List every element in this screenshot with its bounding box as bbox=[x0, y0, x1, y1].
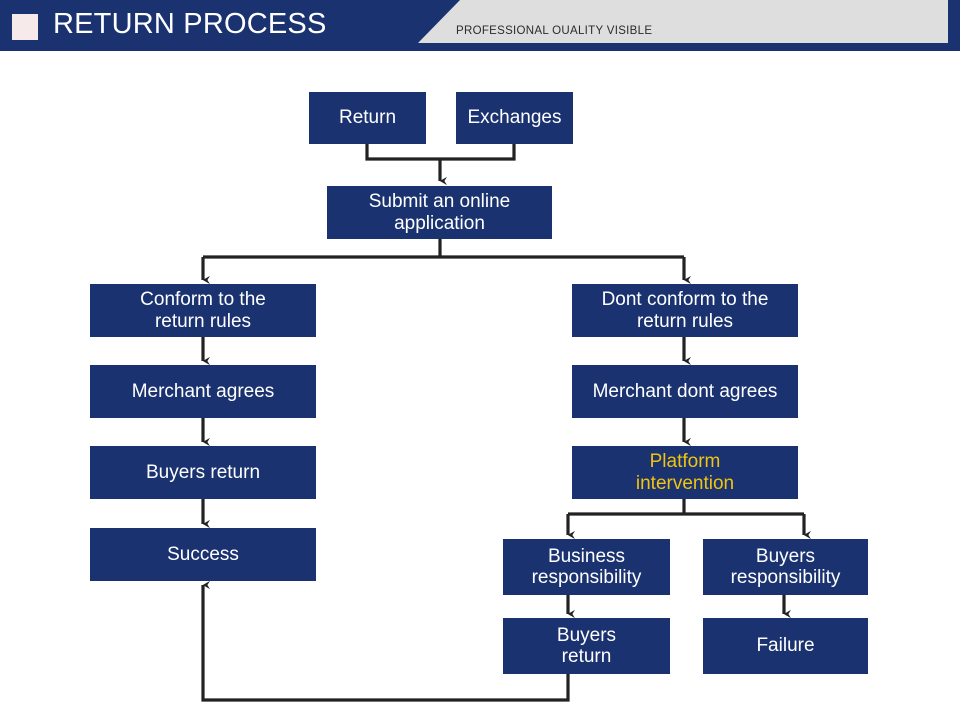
node-merchant-dont-agrees[interactable]: Merchant dont agrees bbox=[572, 365, 798, 418]
header-navy-wedge bbox=[0, 0, 460, 43]
header-subtitle: PROFESSIONAL OUALITY VISIBLE bbox=[456, 25, 653, 37]
flowchart-connectors bbox=[201, 144, 811, 702]
page-header: RETURN PROCESS PROFESSIONAL OUALITY VISI… bbox=[0, 0, 960, 51]
node-exchanges[interactable]: Exchanges bbox=[456, 92, 573, 144]
node-conform-to-return-rules[interactable]: Conform to the return rules bbox=[90, 284, 316, 337]
node-business-responsibility[interactable]: Business responsibility bbox=[503, 539, 670, 595]
node-merchant-agrees[interactable]: Merchant agrees bbox=[90, 365, 316, 418]
node-buyers-responsibility[interactable]: Buyers responsibility bbox=[703, 539, 868, 595]
header-underline bbox=[0, 43, 960, 51]
node-return[interactable]: Return bbox=[309, 92, 426, 144]
node-buyers-return-left[interactable]: Buyers return bbox=[90, 446, 316, 499]
node-failure[interactable]: Failure bbox=[703, 618, 868, 674]
edge-feedback-loop-to-success bbox=[201, 580, 570, 702]
node-buyers-return-right[interactable]: Buyers return bbox=[503, 618, 670, 674]
edge-return-to-submit bbox=[365, 144, 516, 161]
node-dont-conform-to-return-rules[interactable]: Dont conform to the return rules bbox=[572, 284, 798, 337]
square-logo-icon bbox=[12, 14, 38, 40]
flowchart-canvas: Return Exchanges Submit an online applic… bbox=[0, 51, 960, 720]
page-title: RETURN PROCESS bbox=[53, 8, 327, 40]
node-submit-application[interactable]: Submit an online application bbox=[327, 186, 552, 239]
node-platform-intervention[interactable]: Platform intervention bbox=[572, 446, 798, 499]
node-success[interactable]: Success bbox=[90, 528, 316, 581]
header-right-edge bbox=[948, 0, 960, 43]
